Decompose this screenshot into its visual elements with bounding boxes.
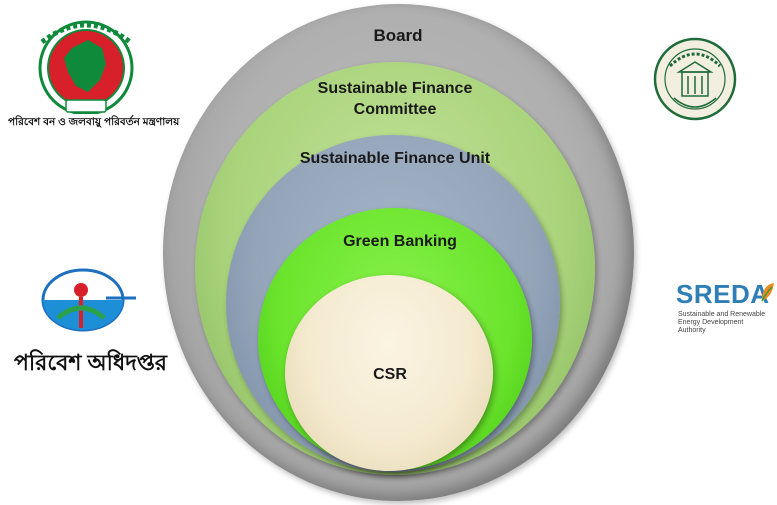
- sustainable-finance-unit-label: Sustainable Finance Unit: [299, 150, 491, 167]
- board-label: Board: [373, 26, 423, 45]
- doe-logo: পরিবেশ অধিদপ্তর: [14, 268, 167, 378]
- sreda-logo: SREDA Sustainable and Renewable Energy D…: [676, 279, 776, 334]
- sreda-logo-icon: SREDA: [676, 279, 770, 310]
- bangladesh-bank-logo: [652, 36, 738, 122]
- sreda-caption: Sustainable and Renewable Energy Develop…: [678, 311, 766, 334]
- csr-label: CSR: [373, 366, 407, 383]
- sreda-name: SREDA: [676, 279, 770, 309]
- sreda-leaf-icon: [761, 283, 774, 302]
- moefcc-logo: পরিবেশ বন ও জলবায়ু পরিবর্তন মন্ত্রণালয়: [2, 14, 192, 130]
- csr-circle: [285, 275, 493, 471]
- department-of-environment-icon: [41, 268, 136, 332]
- bangladesh-bank-seal-icon: [653, 37, 737, 121]
- doe-caption: পরিবেশ অধিদপ্তর: [14, 350, 167, 375]
- sustainable-finance-committee-label: Sustainable Finance Committee: [317, 80, 473, 118]
- government-seal-icon: [38, 20, 134, 114]
- green-banking-label: Green Banking: [343, 233, 457, 250]
- moefcc-caption: পরিবেশ বন ও জলবায়ু পরিবর্তন মন্ত্রণালয়: [8, 116, 180, 128]
